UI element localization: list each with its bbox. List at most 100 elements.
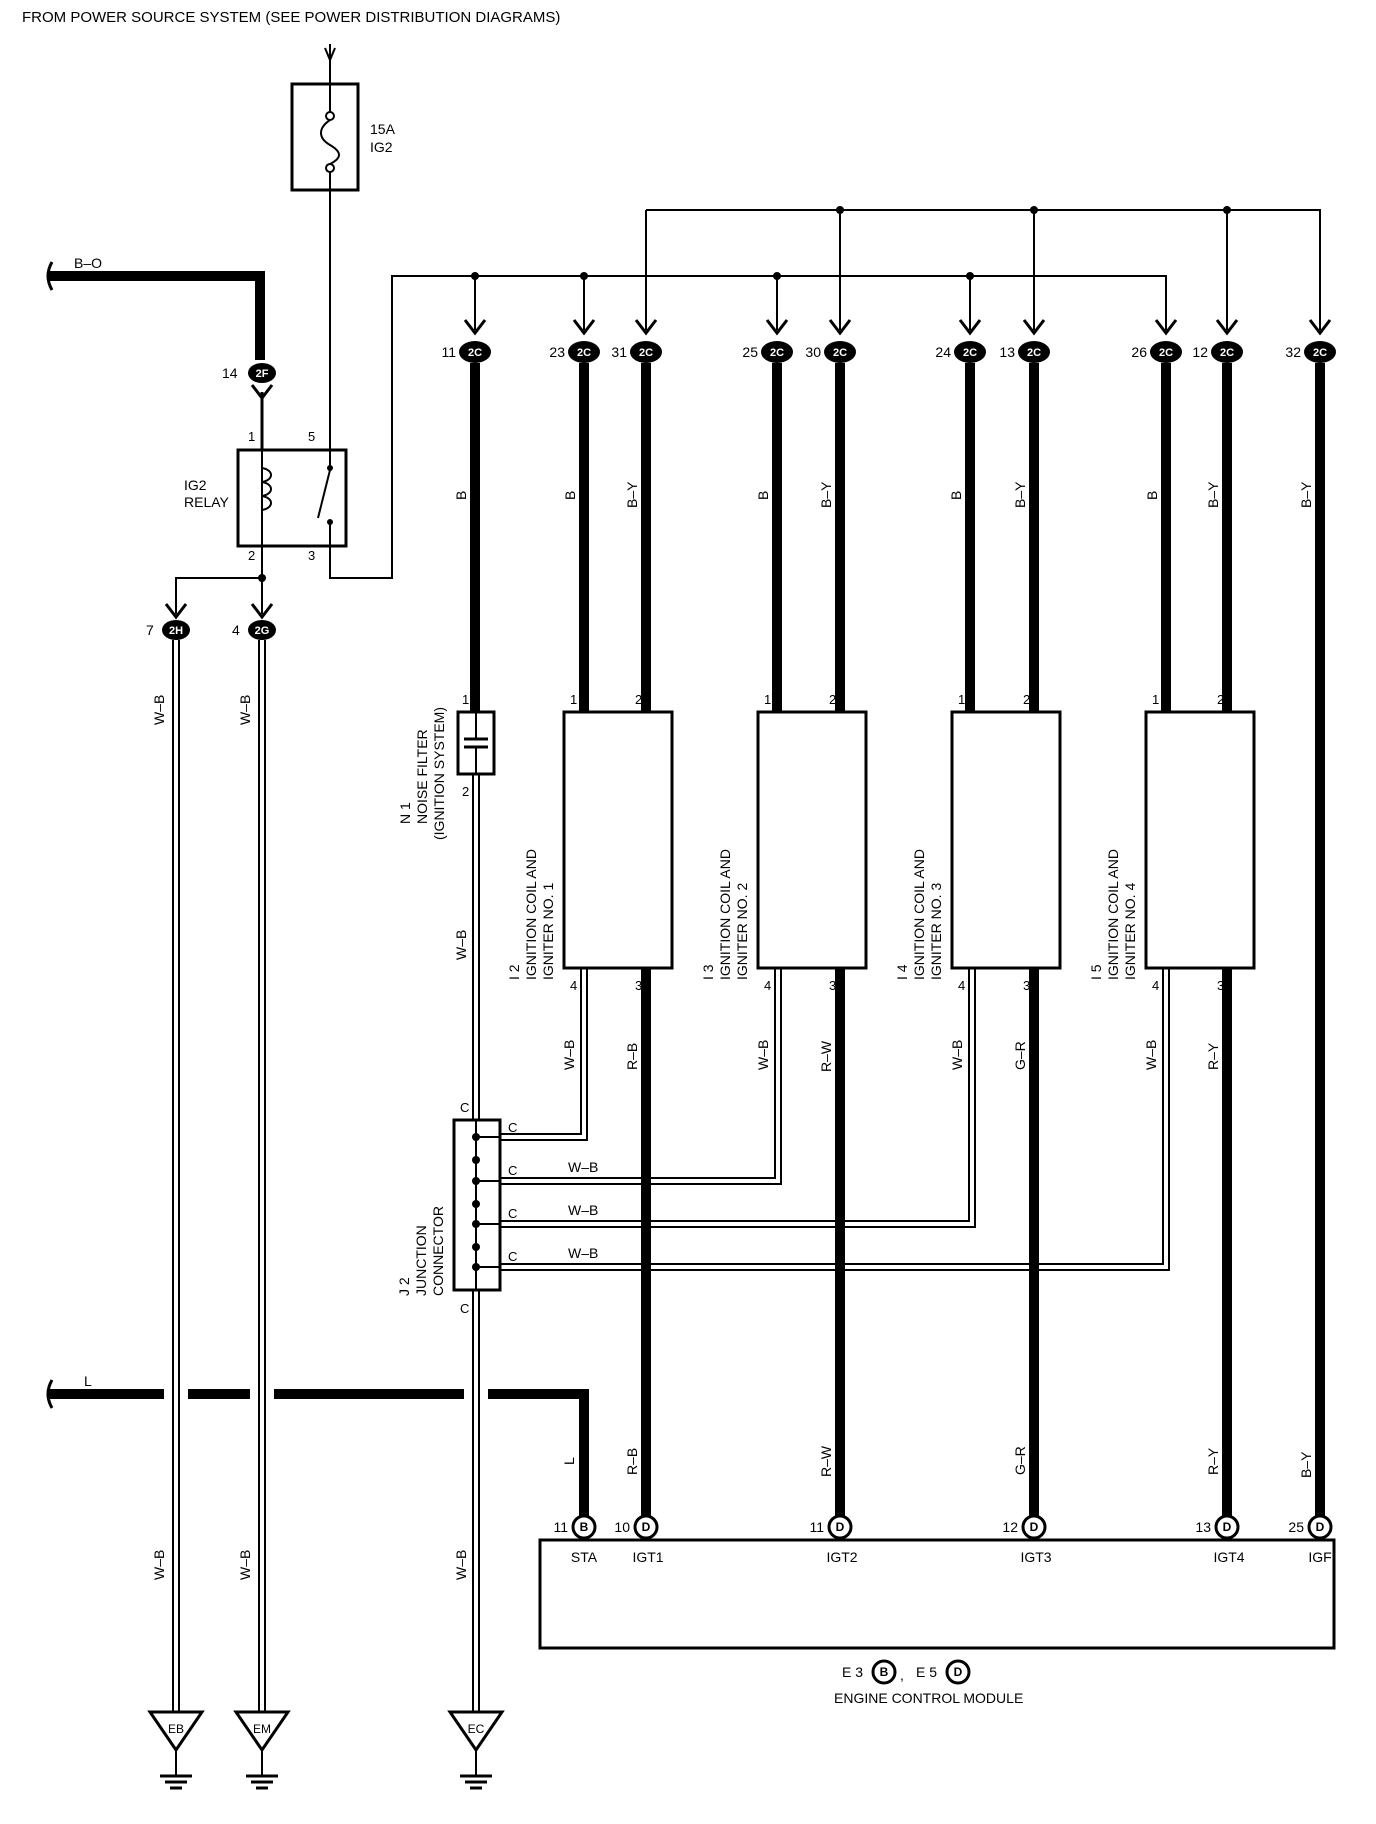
svg-text:2: 2: [462, 784, 469, 799]
svg-text:EC: EC: [468, 1722, 485, 1736]
svg-text:D: D: [836, 1520, 845, 1534]
svg-text:B–Y: B–Y: [1298, 481, 1314, 508]
svg-text:7: 7: [146, 622, 154, 638]
svg-text:B: B: [880, 1665, 889, 1679]
connector-2g: 2G 4: [232, 603, 276, 640]
junction-connector-j2: C C C C C C J 2 JUNCTION CONNECTOR: [396, 1100, 517, 1316]
svg-text:N 1: N 1: [397, 802, 413, 824]
svg-text:R–B: R–B: [624, 1448, 640, 1475]
ignition-coil-1: 1 2 4 3 I 2 IGNITION COIL AND IGNITER NO…: [506, 692, 674, 993]
ground-eb: EB: [147, 1710, 205, 1790]
svg-text:R–W: R–W: [818, 1445, 834, 1477]
wire-label-bo: B–O: [74, 255, 102, 271]
svg-text:W–B: W–B: [568, 1202, 598, 1218]
ground-ec: EC: [447, 1710, 505, 1790]
connector-row-2c: 2C 2C 2C 2C 2C 2C 2C 2C 2C 2C 11 23 31 2…: [441, 319, 1336, 363]
svg-text:C: C: [460, 1100, 469, 1115]
svg-text:2C: 2C: [639, 347, 653, 359]
svg-text:B–Y: B–Y: [1298, 1451, 1314, 1478]
svg-text:IGNITER NO. 1: IGNITER NO. 1: [540, 883, 556, 980]
svg-text:R–Y: R–Y: [1205, 1042, 1221, 1070]
connector-2f: 2F 14: [222, 363, 276, 401]
svg-text:3: 3: [308, 548, 315, 563]
bus-junctions: [471, 206, 1231, 280]
svg-text:1: 1: [248, 429, 255, 444]
fuse-name: IG2: [370, 139, 393, 155]
wire-l-sta: L L: [46, 1373, 589, 1522]
svg-text:1: 1: [1152, 692, 1159, 707]
svg-text:4: 4: [958, 978, 965, 993]
svg-text:W–B: W–B: [237, 1550, 253, 1580]
svg-text:I 2: I 2: [506, 964, 522, 980]
svg-text:IGNITION COIL AND: IGNITION COIL AND: [1105, 849, 1121, 980]
svg-text:11: 11: [809, 1519, 824, 1535]
svg-text:IGT3: IGT3: [1020, 1549, 1051, 1565]
svg-text:NOISE FILTER: NOISE FILTER: [414, 729, 430, 824]
svg-text:W–B: W–B: [755, 1040, 771, 1070]
svg-text:D: D: [1223, 1520, 1232, 1534]
svg-text:25: 25: [1288, 1519, 1304, 1535]
svg-text:4: 4: [764, 978, 771, 993]
wire-wb-eb: [172, 640, 180, 1712]
svg-text:B–Y: B–Y: [818, 481, 834, 508]
svg-text:2C: 2C: [770, 347, 784, 359]
svg-text:D: D: [1030, 1520, 1039, 1534]
svg-text:12: 12: [1002, 1519, 1018, 1535]
ignition-coil-2: 1 2 4 3 I 3 IGNITION COIL AND IGNITER NO…: [700, 692, 868, 993]
svg-text:2C: 2C: [468, 347, 482, 359]
fuse-15a-ig2: 15A IG2: [290, 82, 396, 192]
svg-text:L: L: [561, 1457, 577, 1465]
thick-wires-igt: [641, 968, 1232, 1522]
svg-text:23: 23: [549, 344, 565, 360]
noise-filter-n1: 1 2 N 1 NOISE FILTER (IGNITION SYSTEM): [397, 692, 496, 840]
svg-text:32: 32: [1285, 344, 1301, 360]
power-feed: [324, 44, 336, 84]
svg-text:11: 11: [441, 344, 456, 360]
svg-text:2H: 2H: [169, 625, 183, 637]
svg-text:2C: 2C: [577, 347, 591, 359]
svg-text:2G: 2G: [255, 625, 270, 637]
svg-text:2C: 2C: [1220, 347, 1234, 359]
svg-text:2: 2: [1217, 692, 1224, 707]
svg-text:IGNITION COIL AND: IGNITION COIL AND: [523, 849, 539, 980]
svg-text:3: 3: [1023, 978, 1030, 993]
wb-coil-returns: [500, 968, 1170, 1271]
svg-text:2: 2: [829, 692, 836, 707]
svg-text:2: 2: [248, 548, 255, 563]
wire-labels-ecm: W–B W–B W–B R–B R–W G–R R–Y B–Y: [151, 1445, 1314, 1580]
svg-text:B: B: [948, 491, 964, 500]
svg-text:B–Y: B–Y: [624, 481, 640, 508]
svg-text:IGNITION COIL AND: IGNITION COIL AND: [717, 849, 733, 980]
wire-labels-lower: W–B R–B W–B R–W W–B G–R W–B R–Y W–B W–B …: [561, 1040, 1221, 1261]
svg-text:3: 3: [829, 978, 836, 993]
svg-text:14: 14: [222, 365, 238, 381]
svg-text:R–B: R–B: [624, 1043, 640, 1070]
thick-wires-upper: [470, 363, 1325, 1522]
svg-text:G–R: G–R: [1012, 1446, 1028, 1475]
svg-text:W–B: W–B: [568, 1245, 598, 1261]
wire-wb-em: [258, 640, 266, 1712]
svg-text:JUNCTION: JUNCTION: [413, 1225, 429, 1296]
svg-text:13: 13: [999, 344, 1015, 360]
engine-control-module: B D D D D D 11 10 11 12 13 25 STA IGT1 I…: [538, 1514, 1336, 1706]
svg-text:D: D: [954, 1665, 963, 1679]
svg-text:W–B: W–B: [949, 1040, 965, 1070]
svg-text:5: 5: [308, 429, 315, 444]
svg-text:3: 3: [1217, 978, 1224, 993]
svg-text:(IGNITION SYSTEM): (IGNITION SYSTEM): [431, 707, 447, 840]
svg-text:2C: 2C: [833, 347, 847, 359]
svg-text:4: 4: [232, 622, 240, 638]
svg-text:1: 1: [958, 692, 965, 707]
svg-text:L: L: [84, 1373, 92, 1389]
svg-text:B: B: [453, 491, 469, 500]
svg-text:W–B: W–B: [1143, 1040, 1159, 1070]
svg-text:IGNITION COIL AND: IGNITION COIL AND: [911, 849, 927, 980]
svg-text:ENGINE CONTROL MODULE: ENGINE CONTROL MODULE: [834, 1690, 1023, 1706]
svg-text:E 5: E 5: [916, 1664, 937, 1680]
svg-text:W–B: W–B: [237, 695, 253, 725]
svg-text:B–Y: B–Y: [1205, 481, 1221, 508]
svg-text:30: 30: [805, 344, 821, 360]
svg-text:W–B: W–B: [568, 1159, 598, 1175]
svg-text:W–B: W–B: [151, 1550, 167, 1580]
svg-text:10: 10: [614, 1519, 630, 1535]
